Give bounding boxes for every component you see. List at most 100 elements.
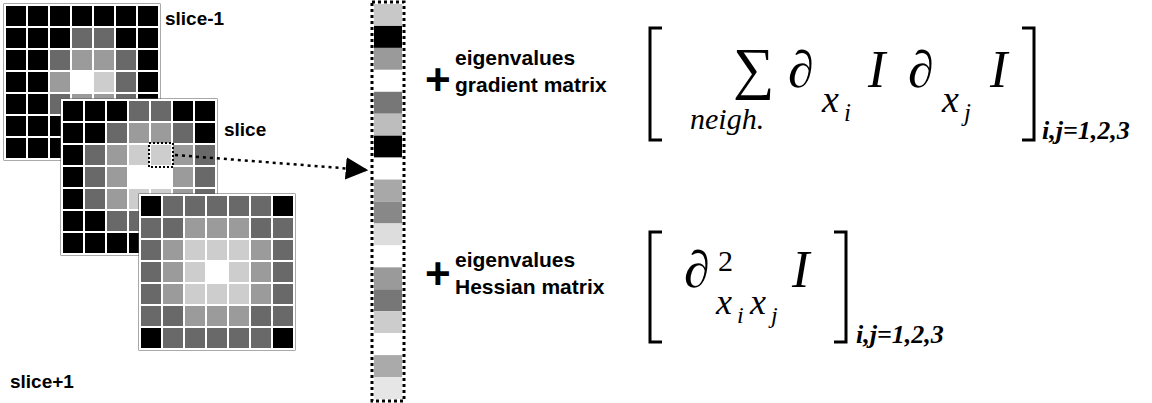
pixel-cell bbox=[62, 144, 84, 166]
pixel-cell bbox=[62, 210, 84, 232]
math-variable: x bbox=[750, 284, 766, 320]
pixel-cell bbox=[272, 305, 294, 327]
matrix-range: i,j=1,2,3 bbox=[1042, 118, 1130, 144]
pixel-cell bbox=[93, 27, 115, 49]
math-index: i bbox=[844, 100, 851, 125]
pixel-cell bbox=[194, 122, 216, 144]
pixel-cell bbox=[272, 327, 294, 349]
pixel-cell bbox=[162, 217, 184, 239]
pixel-cell bbox=[5, 93, 27, 115]
pixel-cell bbox=[84, 232, 106, 254]
plus-sign: + bbox=[425, 58, 451, 102]
pixel-cell bbox=[172, 166, 194, 188]
pixel-cell bbox=[5, 137, 27, 159]
pixel-cell bbox=[250, 305, 272, 327]
slice-grid bbox=[61, 99, 217, 255]
vector-cell bbox=[374, 26, 402, 48]
vector-cell bbox=[374, 4, 402, 26]
math-index: j bbox=[964, 100, 971, 125]
pixel-cell bbox=[27, 27, 49, 49]
vector-cell bbox=[374, 311, 402, 333]
vector-cell bbox=[374, 289, 402, 311]
pixel-cell bbox=[140, 217, 162, 239]
pixel-cell bbox=[250, 283, 272, 305]
vector-cell bbox=[374, 267, 402, 289]
pixel-cell bbox=[250, 327, 272, 349]
pixel-cell bbox=[206, 217, 228, 239]
vector-cell bbox=[374, 136, 402, 158]
pixel-cell bbox=[71, 49, 93, 71]
grid-frame bbox=[4, 4, 160, 160]
pixel-cell bbox=[228, 283, 250, 305]
pixel-cell bbox=[49, 49, 71, 71]
slice-label: slice bbox=[224, 120, 266, 139]
pixel-cell bbox=[140, 327, 162, 349]
pixel-cell bbox=[184, 305, 206, 327]
pixel-cell bbox=[71, 71, 93, 93]
pixel-cell bbox=[5, 71, 27, 93]
vector-cell bbox=[374, 245, 402, 267]
pixel-cell bbox=[206, 327, 228, 349]
pixel-cell bbox=[150, 166, 172, 188]
pixel-cell bbox=[140, 305, 162, 327]
sum-index: neigh. bbox=[690, 104, 764, 134]
pixel-cell bbox=[137, 71, 159, 93]
pixel-cell bbox=[128, 122, 150, 144]
grid-frame bbox=[139, 194, 295, 350]
pixel-cell bbox=[162, 305, 184, 327]
pixel-cell bbox=[115, 5, 137, 27]
pixel-cell bbox=[49, 27, 71, 49]
partial-symbol: ∂ bbox=[684, 244, 710, 296]
pixel-cell bbox=[5, 115, 27, 137]
pixel-cell bbox=[184, 195, 206, 217]
pixel-cell bbox=[162, 195, 184, 217]
pixel-cell bbox=[128, 144, 150, 166]
pixel-cell bbox=[194, 144, 216, 166]
pixel-cell bbox=[93, 5, 115, 27]
pixel-cell bbox=[71, 27, 93, 49]
pixel-cell bbox=[84, 188, 106, 210]
pixel-cell bbox=[206, 283, 228, 305]
selected-pixel bbox=[149, 143, 173, 167]
pixel-cell bbox=[93, 49, 115, 71]
pixel-cell bbox=[84, 166, 106, 188]
vector-border bbox=[372, 2, 404, 401]
pixel-cell bbox=[228, 217, 250, 239]
pixel-cell bbox=[128, 100, 150, 122]
pixel-cell bbox=[194, 166, 216, 188]
vector-cell bbox=[374, 92, 402, 114]
slice-label: slice-1 bbox=[165, 9, 224, 28]
matrix-bracket bbox=[834, 232, 846, 342]
pixel-cell bbox=[62, 122, 84, 144]
vector-cell bbox=[374, 158, 402, 180]
matrix-bracket bbox=[650, 232, 662, 342]
math-exponent: 2 bbox=[718, 246, 733, 276]
pixel-cell bbox=[272, 195, 294, 217]
pixel-cell bbox=[137, 27, 159, 49]
pixel-cell bbox=[272, 261, 294, 283]
pixel-cell bbox=[150, 100, 172, 122]
pixel-cell bbox=[5, 27, 27, 49]
dotted-arrow bbox=[175, 155, 366, 170]
math-index: j bbox=[771, 303, 778, 327]
pixel-cell bbox=[162, 261, 184, 283]
pixel-cell bbox=[137, 5, 159, 27]
pixel-cell bbox=[172, 100, 194, 122]
pixel-cell bbox=[162, 239, 184, 261]
pixel-cell bbox=[128, 166, 150, 188]
pixel-cell bbox=[150, 144, 172, 166]
pixel-cell bbox=[140, 195, 162, 217]
matrix-bracket bbox=[1022, 28, 1034, 140]
pixel-cell bbox=[62, 188, 84, 210]
feature-vector bbox=[372, 2, 404, 401]
pixel-cell bbox=[206, 195, 228, 217]
pixel-cell bbox=[140, 283, 162, 305]
pixel-cell bbox=[106, 232, 128, 254]
pixel-cell bbox=[71, 5, 93, 27]
pixel-cell bbox=[228, 305, 250, 327]
pixel-cell bbox=[27, 93, 49, 115]
pixel-cell bbox=[194, 100, 216, 122]
matrix-range: i,j=1,2,3 bbox=[856, 322, 944, 348]
